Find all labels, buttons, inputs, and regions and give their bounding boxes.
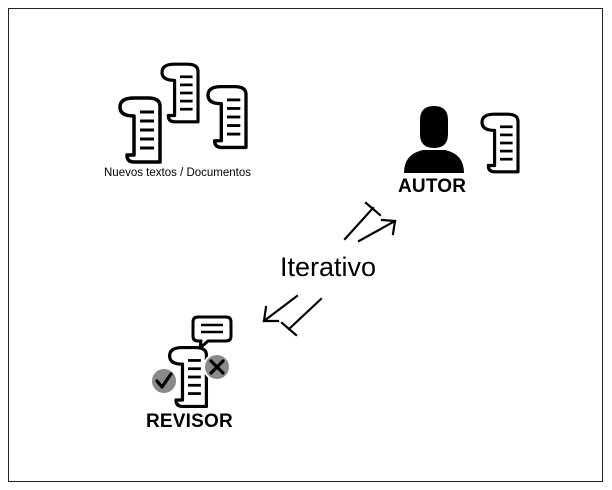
scroll-document-icon <box>480 112 520 174</box>
arrow-to-reviewer <box>262 294 323 337</box>
arrow-to-author <box>343 201 397 243</box>
scroll-document-icon <box>206 84 248 150</box>
diagram-frame <box>8 8 603 482</box>
person-silhouette-icon <box>404 106 464 173</box>
reviewer-label: REVISOR <box>146 411 233 432</box>
documents-caption: Nuevos textos / Documentos <box>104 167 252 179</box>
scroll-document-icon <box>118 96 162 164</box>
author-label: AUTOR <box>398 176 467 197</box>
x-mark-icon <box>203 353 231 381</box>
documents-stack-icon <box>118 62 248 164</box>
scroll-document-icon <box>160 62 200 124</box>
iterative-label: Iterativo <box>280 252 377 282</box>
check-mark-icon <box>150 367 178 395</box>
speech-bubble-icon <box>191 315 233 350</box>
